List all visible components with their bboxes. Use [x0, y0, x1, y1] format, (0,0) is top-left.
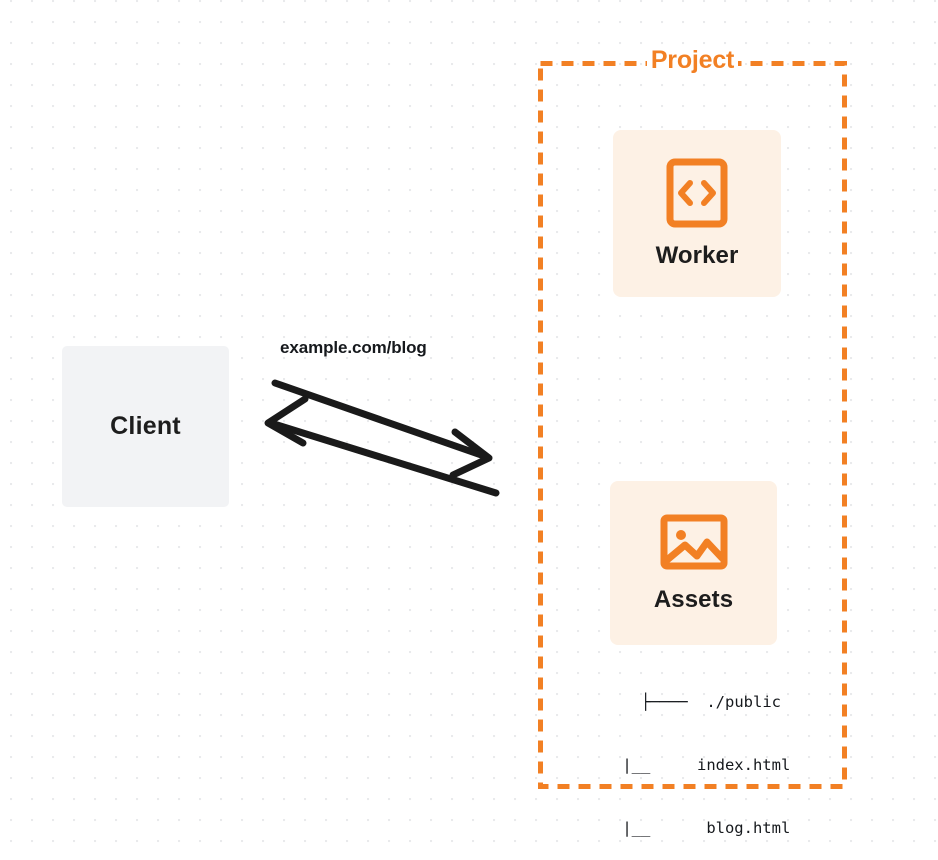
assets-card[interactable]: Assets [610, 481, 777, 645]
file-tree-line-blog: |__ blog.html [585, 819, 791, 837]
file-tree-line-index: |__ index.html [585, 756, 791, 774]
worker-card[interactable]: Worker [613, 130, 781, 297]
client-node-label: Client [110, 412, 181, 440]
request-url-label: example.com/blog [280, 338, 427, 357]
assets-card-label: Assets [653, 586, 734, 613]
response-arrow [264, 395, 500, 497]
file-tree-line-root: ├──── ./public [641, 693, 781, 711]
project-title-text: Project [646, 46, 739, 74]
worker-card-label: Worker [655, 241, 739, 269]
request-arrow [271, 379, 493, 479]
code-brackets-icon [666, 158, 728, 228]
image-icon [660, 512, 728, 572]
assets-file-tree: ├──── ./public |__ index.html |__ blog.h… [585, 650, 791, 860]
client-node[interactable]: Client [62, 346, 229, 507]
project-title: Project [540, 46, 845, 75]
project-container: Project [538, 46, 847, 789]
